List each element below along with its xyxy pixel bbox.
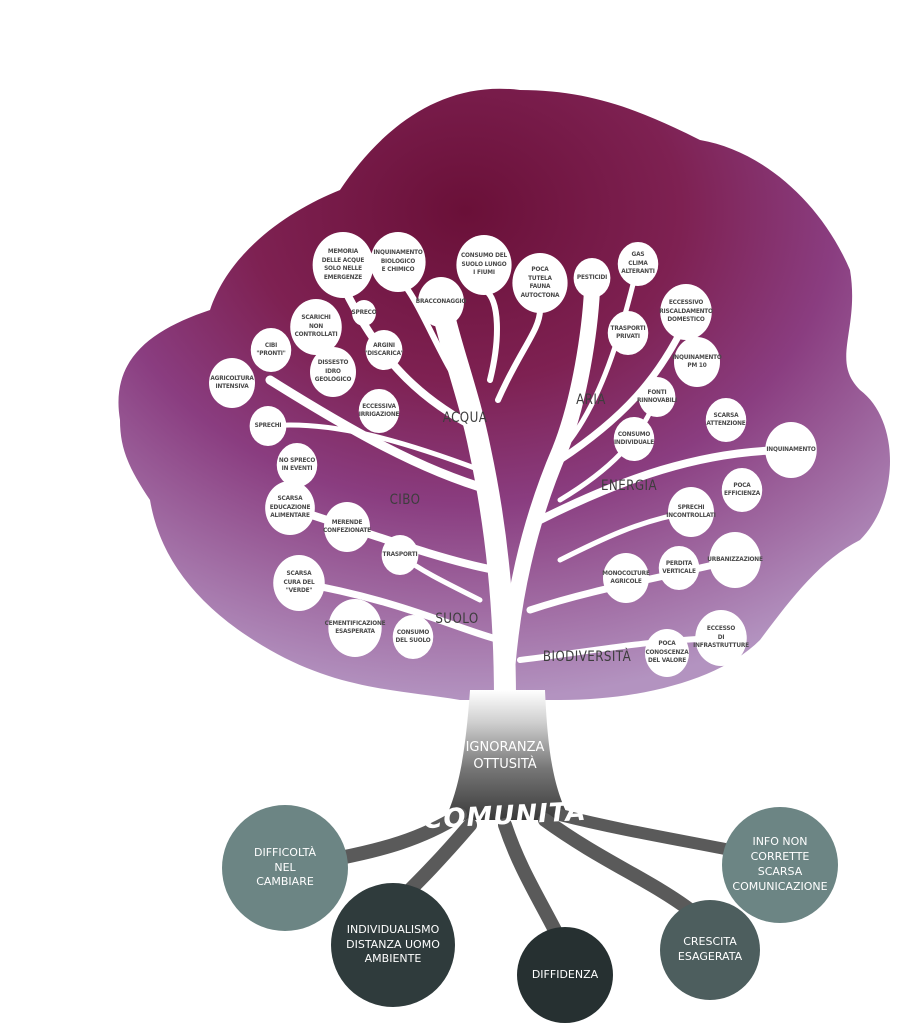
leaf-bracconaggio: Bracconaggio	[416, 277, 466, 327]
leaf-infrastrutture: Eccesso di infrastrutture	[693, 610, 749, 666]
branch-label-energia: ENERGIA	[600, 478, 658, 494]
leaf-conoscenza: Poca conoscenza del valore	[644, 629, 690, 677]
leaf-fauna: Poca tutela fauna autoctona	[512, 253, 568, 313]
leaf-gas: Gas clima alteranti	[617, 242, 659, 286]
branch-label-acqua: ACQUA	[442, 410, 488, 426]
leaf-sprechi-incontrollati: Sprechi incontrollati	[666, 487, 716, 537]
leaf-scarichi: Scarichi non controllati	[290, 299, 342, 355]
leaf-monocolture: Monocolture agricole	[602, 553, 650, 603]
leaf-cibi-pronti: Cibi "pronti"	[250, 328, 292, 372]
leaf-consumo-fiumi: Consumo del suolo lungo i fiumi	[456, 235, 512, 295]
leaf-pm10: Inquinamento PM 10	[672, 337, 722, 387]
leaf-dissesto: Dissesto idro geologico	[310, 347, 356, 397]
leaf-perdita: Perdita verticale	[658, 546, 700, 590]
leaf-fonti: Fonti rinnovabili	[637, 377, 677, 417]
root-individualismo: INDIVIDUALISMO DISTANZA UOMO AMBIENTE	[331, 883, 455, 1007]
leaf-riscaldamento: Eccessivo riscaldamento domestico	[659, 284, 713, 340]
branch-label-biodiversita: BIODIVERSITÀ	[542, 649, 632, 665]
leaf-efficienza: Poca efficienza	[721, 468, 763, 512]
leaf-merende: Merende confezionate	[323, 502, 371, 552]
root-diffidenza: DIFFIDENZA	[517, 927, 613, 1023]
leaf-inquinamento: Inquinamento	[765, 422, 817, 478]
leaf-agricoltura: Agricoltura intensiva	[209, 358, 255, 408]
leaf-sprechi: Sprechi	[249, 406, 287, 446]
leaf-inquinamento-bio: Inquinamento biologico e chimico	[370, 232, 426, 292]
branch-label-aria: ARIA	[576, 392, 606, 408]
leaf-trasporti-privati: Trasporti privati	[607, 311, 649, 355]
leaf-consumo-suolo: Consumo del suolo	[392, 615, 434, 659]
leaf-no-spreco: No spreco in eventi	[276, 443, 318, 487]
trunk-label: IGNORANZA OTTUSITÀ	[465, 740, 545, 772]
root-difficolta-cambiare: DIFFICOLTÀ NEL CAMBIARE	[222, 805, 348, 931]
leaf-irrigazione: Eccessiva irrigazione	[359, 389, 399, 433]
leaf-cementificazione: Cementificazione esasperata	[325, 599, 386, 657]
leaf-urbanizzazione: Urbanizzazione	[707, 532, 763, 588]
leaf-attenzione: Scarsa attenzione	[705, 398, 747, 442]
leaf-verde: Scarsa cura del "verde"	[273, 555, 325, 611]
leaf-argini: Argini "discarica"	[364, 330, 404, 370]
leaf-trasporti: Trasporti	[381, 535, 419, 575]
leaf-educazione: Scarsa educazione alimentare	[265, 481, 315, 535]
leaf-spreco: Spreco	[352, 300, 377, 326]
trunk	[445, 690, 570, 820]
root-crescita-esagerata: CRESCITA ESAGERATA	[660, 900, 760, 1000]
branch-label-suolo: SUOLO	[435, 611, 479, 627]
leaf-consumo-individuale: Consumo individuale	[613, 417, 655, 461]
canopy-blob	[118, 88, 890, 701]
branch-label-cibo: CIBO	[389, 492, 421, 508]
leaf-pesticidi: Pesticidi	[573, 258, 611, 298]
leaf-memoria: Memoria delle acque solo nelle emergenze	[312, 232, 374, 298]
root-info-non-corrette: INFO NON CORRETTE SCARSA COMUNICAZIONE	[722, 807, 838, 923]
